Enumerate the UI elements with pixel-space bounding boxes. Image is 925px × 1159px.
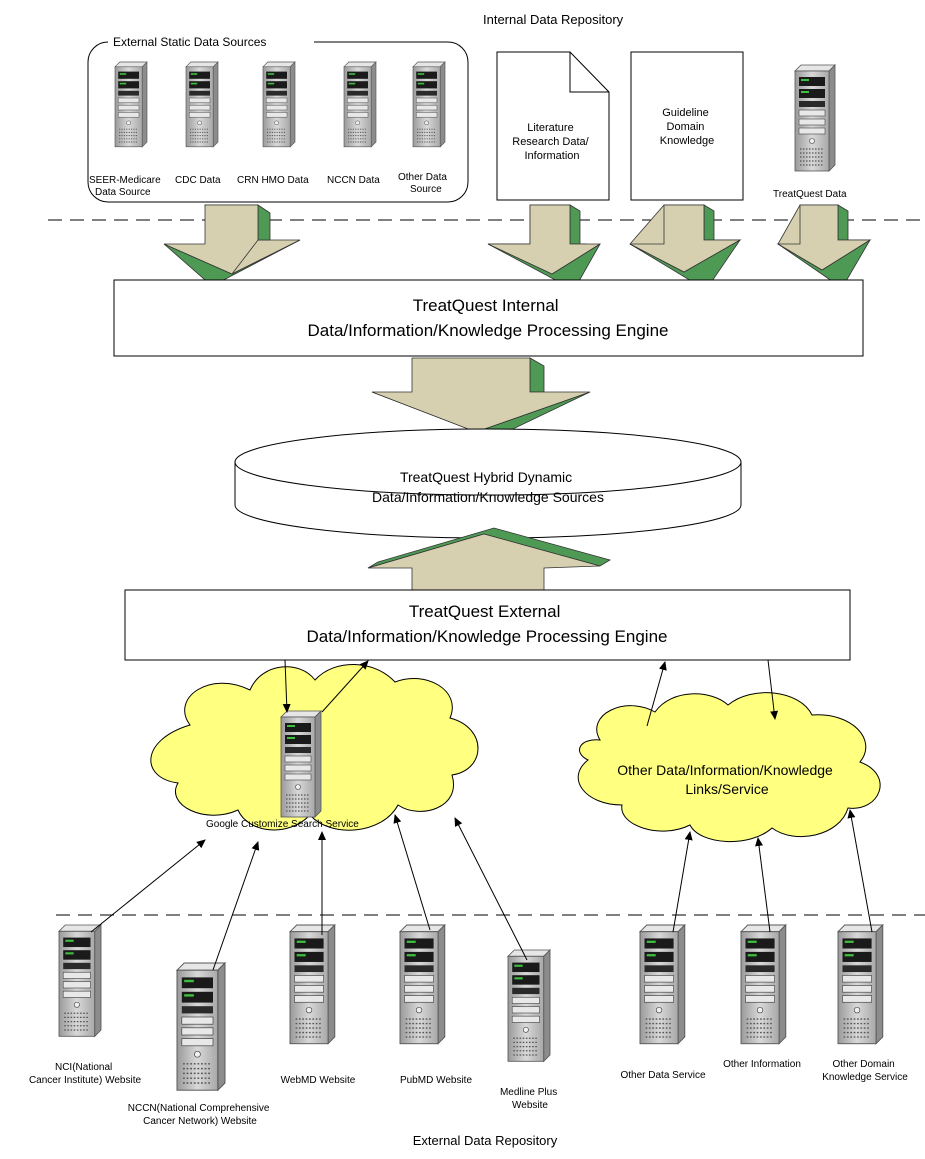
crn-server-icon bbox=[262, 61, 296, 148]
nccn-data-server-icon bbox=[343, 61, 377, 148]
hybrid-sources-label: TreatQuest Hybrid Dynamic Data/Informati… bbox=[372, 469, 604, 505]
nccn-data-label: NCCN Data bbox=[327, 175, 380, 186]
crn-hmo-label: CRN HMO Data bbox=[237, 175, 309, 186]
arrow-other-data-to-cloud bbox=[672, 831, 693, 933]
arrow-other-cloud-to-engine bbox=[646, 661, 667, 727]
pubmd-website-label: PubMD Website bbox=[400, 1075, 473, 1086]
arrow-nccn-to-google bbox=[212, 841, 260, 971]
external-engine-label: TreatQuest External Data/Information/Kno… bbox=[307, 602, 668, 646]
other-information-label: Other Information bbox=[723, 1059, 801, 1070]
arrow-external-to-hybrid bbox=[367, 527, 612, 597]
google-search-server-icon bbox=[280, 710, 322, 818]
other-data-service-server-icon bbox=[639, 924, 686, 1045]
treatquest-data-label: TreatQuest Data bbox=[773, 189, 847, 200]
arrow-other-domain-to-cloud bbox=[847, 809, 873, 933]
other-links-cloud bbox=[577, 692, 881, 843]
cdc-data-label: CDC Data bbox=[175, 175, 221, 186]
arrow-engine-to-other-cloud bbox=[767, 659, 779, 720]
other-information-server-icon bbox=[740, 924, 787, 1045]
other-data-source-label: Other Data Source bbox=[398, 172, 450, 195]
arrow-google-to-engine bbox=[321, 660, 369, 713]
other-links-cloud-label: Other Data/Information/Knowledge Links/S… bbox=[617, 762, 836, 797]
other-domain-knowledge-label: Other Domain Knowledge Service bbox=[822, 1059, 908, 1083]
nccn-website-server-icon bbox=[176, 962, 226, 1091]
arrow-engine-to-google bbox=[282, 659, 291, 713]
arrow-guideline-to-internal bbox=[629, 204, 742, 291]
hybrid-sources-cylinder bbox=[234, 428, 742, 539]
webmd-server-icon bbox=[289, 924, 336, 1045]
arrow-literature-to-internal bbox=[487, 204, 602, 291]
treatquest-data-server-icon bbox=[794, 64, 836, 172]
external-static-sources-title: External Static Data Sources bbox=[113, 35, 266, 49]
other-source-server-icon bbox=[412, 61, 446, 148]
nci-server-icon bbox=[58, 924, 102, 1037]
arrow-pubmd-to-google bbox=[393, 814, 431, 931]
cdc-server-icon bbox=[185, 61, 219, 148]
google-search-label: Google Customize Search Service bbox=[206, 819, 359, 830]
internal-engine-label: TreatQuest Internal Data/Information/Kno… bbox=[308, 296, 669, 340]
external-processing-engine-box bbox=[124, 589, 851, 661]
webmd-website-label: WebMD Website bbox=[281, 1075, 356, 1086]
nci-website-label: NCI(National Cancer Institute) Website bbox=[29, 1062, 142, 1086]
arrow-nci-to-google bbox=[90, 839, 206, 933]
internal-processing-engine-box bbox=[113, 279, 864, 357]
other-domain-server-icon bbox=[837, 924, 884, 1045]
external-repository-label: External Data Repository bbox=[413, 1133, 558, 1148]
internal-repository-label: Internal Data Repository bbox=[483, 12, 624, 27]
nccn-website-label: NCCN(National Comprehensive Cancer Netwo… bbox=[128, 1103, 273, 1127]
medline-website-label: Medline Plus Website bbox=[500, 1087, 560, 1111]
arrow-medline-to-google bbox=[454, 817, 528, 961]
arrow-static-to-internal bbox=[163, 204, 301, 287]
external-static-sources-group: External Static Data Sources bbox=[87, 35, 469, 203]
medline-server-icon bbox=[507, 949, 551, 1062]
pubmd-server-icon bbox=[399, 924, 446, 1045]
arrow-other-info-to-cloud bbox=[755, 837, 771, 933]
seer-source-label: SEER-Medicare Data Source bbox=[89, 175, 163, 198]
guideline-document bbox=[630, 51, 744, 201]
arrow-internal-to-hybrid bbox=[371, 357, 591, 439]
guideline-label: Guideline Domain Knowledge bbox=[660, 107, 714, 147]
literature-document bbox=[496, 51, 610, 201]
arrow-treatquest-data-to-internal bbox=[776, 204, 872, 289]
literature-label: Literature Research Data/ Information bbox=[512, 122, 592, 162]
seer-server-icon bbox=[114, 61, 148, 148]
other-data-service-label: Other Data Service bbox=[620, 1070, 705, 1081]
